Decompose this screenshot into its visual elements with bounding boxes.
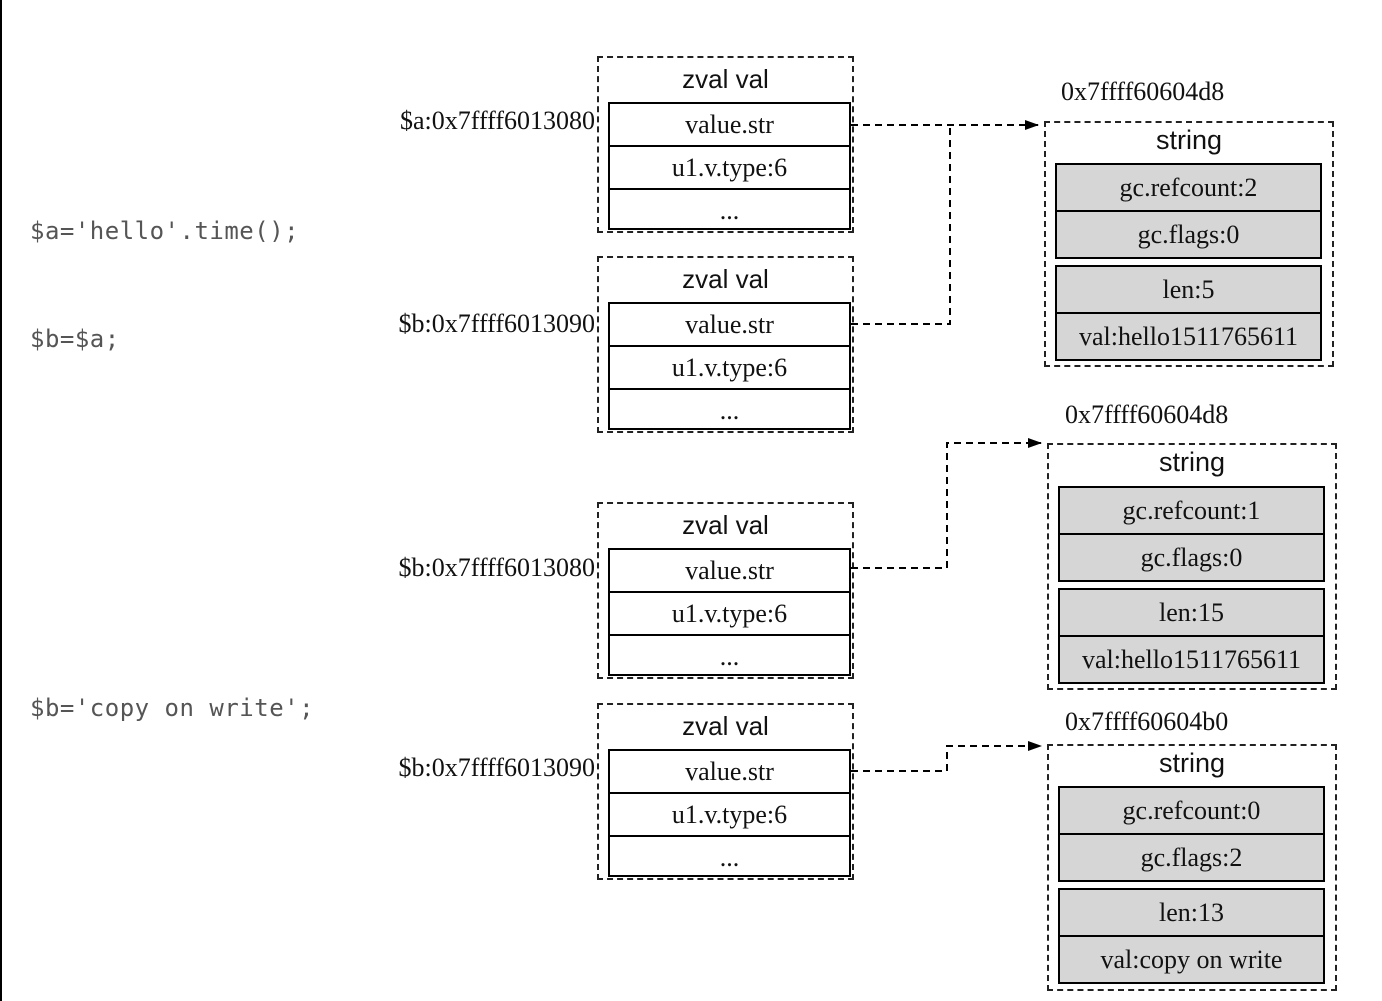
string-row-val: val:copy on write (1100, 945, 1283, 974)
zval-row-value-str: value.str (610, 304, 849, 347)
string-address-label: 0x7ffff60604b0 (1065, 707, 1229, 736)
zval-address-label: $b:0x7ffff6013090 (398, 309, 595, 338)
zval-row-value-str: value.str (610, 751, 849, 794)
zval-fields: value.str u1.v.type:6 ... (608, 548, 851, 676)
string-box: string gc.refcount:1 gc.flags:0 len:15 v… (1047, 443, 1337, 690)
string-title: string (1158, 447, 1226, 477)
arrow-b-new-to-string (851, 741, 1042, 772)
zval-row-value-str: value.str (610, 104, 849, 147)
string-row-len: len:5 (1057, 267, 1320, 314)
string-title: string (1155, 125, 1223, 155)
zval-row-ellipsis: ... (719, 843, 740, 872)
zval-row-type: u1.v.type:6 (610, 347, 849, 390)
zval-address-label: $a:0x7ffff6013080 (400, 106, 595, 135)
zval-title: zval val (682, 711, 769, 741)
string-row-val: val:hello1511765611 (1078, 322, 1299, 351)
string-title: string (1158, 748, 1226, 778)
zval-title: zval val (682, 64, 769, 94)
string-gc-header: gc.refcount:2 gc.flags:0 (1055, 163, 1322, 259)
string-row-val: val:hello1511765611 (1081, 645, 1302, 674)
string-box: string gc.refcount:2 gc.flags:0 len:5 va… (1044, 121, 1334, 367)
string-row-refcount: gc.refcount:0 (1060, 788, 1323, 835)
string-address-label: 0x7ffff60604d8 (1061, 77, 1225, 106)
zval-title: zval val (682, 264, 769, 294)
zval-row-value-str: value.str (610, 550, 849, 593)
zval-box: zval val value.str u1.v.type:6 ... (597, 56, 854, 233)
zval-fields: value.str u1.v.type:6 ... (608, 749, 851, 877)
string-gc-header: gc.refcount:0 gc.flags:2 (1058, 786, 1325, 882)
string-address-label: 0x7ffff60604d8 (1065, 400, 1229, 429)
string-row-refcount: gc.refcount:2 (1057, 165, 1320, 212)
zval-box: zval val value.str u1.v.type:6 ... (597, 256, 854, 433)
string-row-refcount: gc.refcount:1 (1060, 488, 1323, 535)
zval-row-type: u1.v.type:6 (610, 593, 849, 636)
zval-title: zval val (682, 510, 769, 540)
zval-row-type: u1.v.type:6 (610, 794, 849, 837)
string-data: len:13 val:copy on write (1058, 888, 1325, 984)
code-line-assign-b: $b=$a; (30, 325, 120, 353)
string-row-len: len:15 (1060, 590, 1323, 637)
arrow-b-to-string (851, 125, 951, 325)
string-data: len:5 val:hello1511765611 (1055, 265, 1322, 361)
zval-box: zval val value.str u1.v.type:6 ... (597, 703, 854, 880)
zval-fields: value.str u1.v.type:6 ... (608, 302, 851, 430)
string-row-flags: gc.flags:0 (1137, 220, 1240, 249)
arrow-b-old-to-string (851, 438, 1042, 569)
zval-address-label: $b:0x7ffff6013090 (398, 753, 595, 782)
string-box: string gc.refcount:0 gc.flags:2 len:13 v… (1047, 744, 1337, 991)
zval-row-ellipsis: ... (719, 396, 740, 425)
zval-address-label: $b:0x7ffff6013080 (398, 553, 595, 582)
string-row-len: len:13 (1060, 890, 1323, 937)
zval-row-type: u1.v.type:6 (610, 147, 849, 190)
zval-row-ellipsis: ... (719, 642, 740, 671)
string-gc-header: gc.refcount:1 gc.flags:0 (1058, 486, 1325, 582)
zval-fields: value.str u1.v.type:6 ... (608, 102, 851, 230)
zval-row-ellipsis: ... (719, 196, 740, 225)
zval-box: zval val value.str u1.v.type:6 ... (597, 502, 854, 679)
string-row-flags: gc.flags:2 (1140, 843, 1243, 872)
code-line-copy-on-write: $b='copy on write'; (30, 694, 315, 722)
code-block-2: $b='copy on write'; (30, 618, 314, 798)
code-block-1: $a='hello'.time(); $b=$a; (30, 141, 299, 429)
left-border-line (0, 0, 2, 1001)
code-line-assign-a: $a='hello'.time(); (30, 217, 300, 245)
string-row-flags: gc.flags:0 (1140, 543, 1243, 572)
string-data: len:15 val:hello1511765611 (1058, 588, 1325, 684)
